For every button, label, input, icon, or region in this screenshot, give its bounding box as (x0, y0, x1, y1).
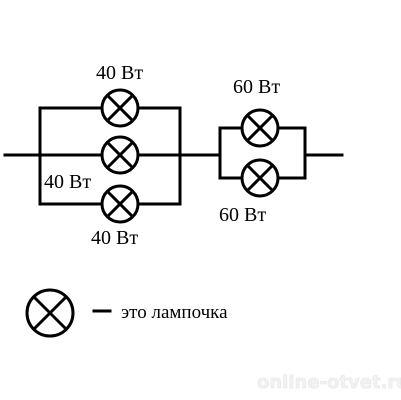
lamp-icon (100, 88, 140, 128)
lamp-icon (100, 184, 140, 224)
lamp-icon (240, 158, 280, 198)
label-right-bottom: 60 Вт (219, 204, 266, 226)
legend-lamp-icon (25, 288, 75, 338)
lamp-icon (100, 135, 140, 175)
left-parallel-group (3, 106, 222, 206)
legend: это лампочка (25, 288, 228, 338)
label-right-top: 60 Вт (233, 76, 280, 98)
legend-text: это лампочка (121, 302, 228, 323)
label-left-middle: 40 Вт (44, 171, 91, 193)
right-parallel-group (218, 126, 344, 180)
watermark: online-otvet.ru (257, 372, 401, 393)
label-left-bottom: 40 Вт (91, 227, 138, 249)
lamp-icon (240, 108, 280, 148)
label-left-top: 40 Вт (96, 62, 143, 84)
